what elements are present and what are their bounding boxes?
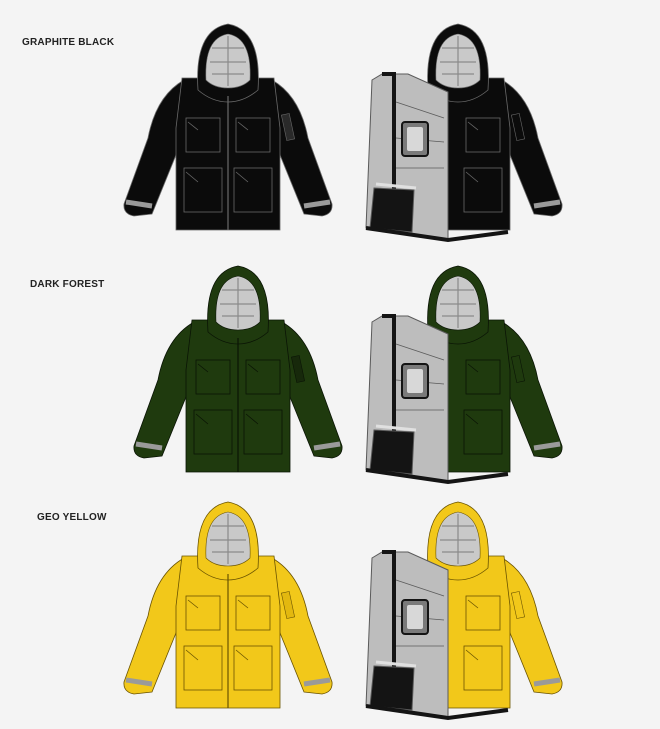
- jacket-front-view: [118, 496, 338, 716]
- jacket-front-view: [128, 260, 348, 480]
- jacket-open-view: [348, 18, 568, 243]
- jacket-open-illustration: [365, 265, 563, 485]
- colorway-label: GRAPHITE BLACK: [22, 37, 115, 48]
- jacket-open-view: [348, 260, 568, 485]
- jacket-front-illustration: [133, 265, 343, 473]
- jacket-open-illustration: [365, 23, 563, 243]
- jacket-front-illustration: [123, 501, 333, 709]
- colorway-label: DARK FOREST: [30, 279, 105, 290]
- jacket-front-view: [118, 18, 338, 238]
- jacket-front-illustration: [123, 23, 333, 231]
- colorway-label: GEO YELLOW: [37, 512, 107, 523]
- colorway-row-geo-yellow: GEO YELLOW: [0, 478, 660, 721]
- colorway-row-dark-forest: DARK FOREST: [0, 242, 660, 485]
- colorway-row-graphite-black: GRAPHITE BLACK: [0, 0, 660, 243]
- jacket-open-view: [348, 496, 568, 721]
- jacket-open-illustration: [365, 501, 563, 721]
